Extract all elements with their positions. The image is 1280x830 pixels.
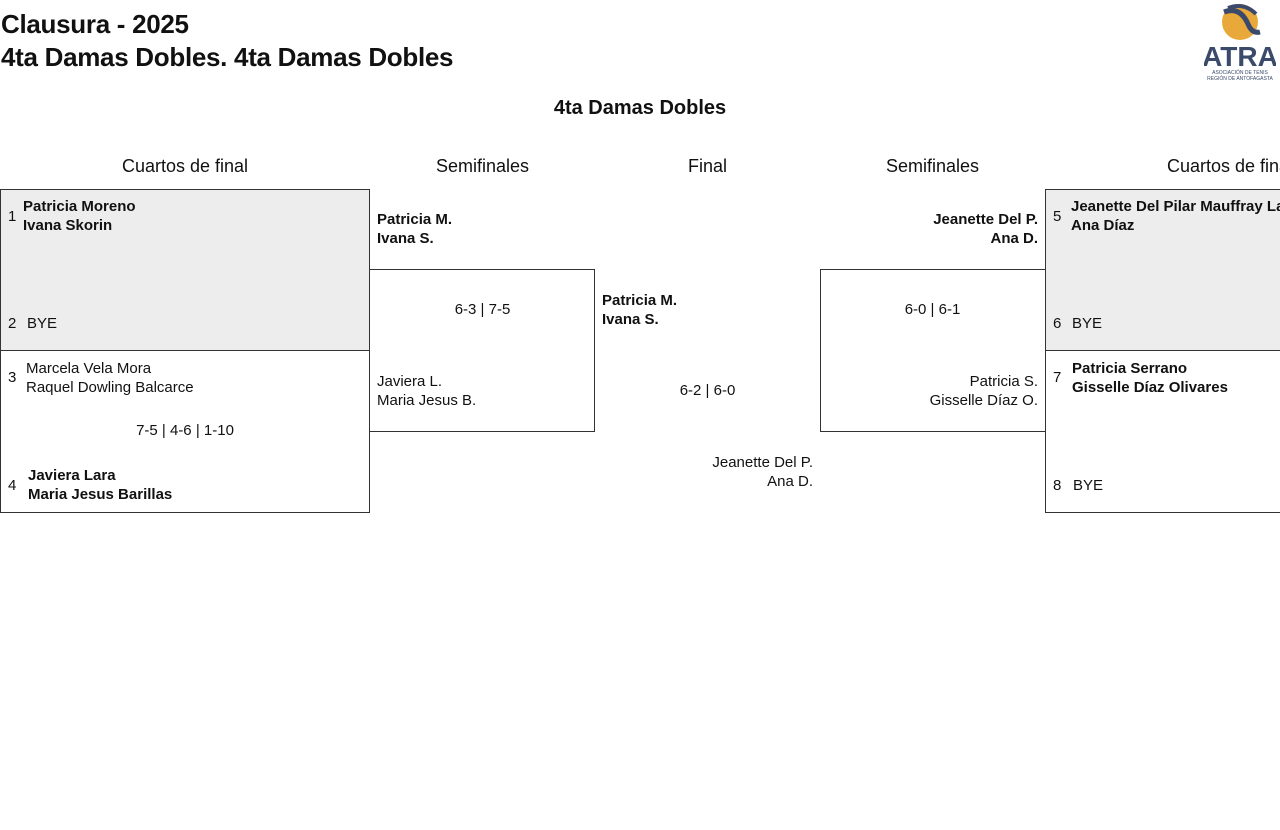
- player-name: Raquel Dowling Balcarce: [26, 379, 194, 396]
- round-title-left-qf: Cuartos de final: [121, 156, 249, 176]
- seed-number: 6: [1053, 315, 1062, 332]
- player-name: Maria Jesus Barillas: [28, 486, 173, 503]
- player-name: Jeanette Del Pilar Mauffray Laborde: [1071, 198, 1280, 215]
- seed-number: 8: [1053, 477, 1062, 494]
- player-name: Gisselle Díaz Olivares: [1072, 379, 1228, 396]
- page-title: Clausura - 2025: [1, 9, 189, 39]
- round-title-final: Final: [687, 156, 727, 176]
- player-name: Ana Díaz: [1071, 217, 1135, 234]
- player-name: Patricia Serrano: [1072, 360, 1188, 377]
- page-subtitle: 4ta Damas Dobles. 4ta Damas Dobles: [1, 42, 454, 72]
- player-name: Ivana S.: [602, 311, 659, 328]
- right-qf-match-2: [1045, 350, 1280, 513]
- player-name: Patricia Moreno: [23, 198, 136, 215]
- right-qf-column: 5 Jeanette Del Pilar Mauffray Laborde An…: [1045, 189, 1280, 519]
- bracket-title: 4ta Damas Dobles: [553, 97, 727, 119]
- bye-label: BYE: [27, 315, 58, 332]
- seed-number: 5: [1053, 208, 1062, 225]
- match-score: 6-2 | 6-0: [679, 382, 736, 399]
- seed-number: 4: [8, 477, 17, 494]
- player-name: Marcela Vela Mora: [26, 360, 152, 377]
- player-name: Patricia M.: [377, 211, 453, 228]
- round-title-left-sf: Semifinales: [435, 156, 530, 176]
- player-name: Patricia S.: [969, 373, 1038, 390]
- left-sf-connector: [369, 269, 595, 432]
- logo-wordmark: ATRA: [1204, 41, 1276, 72]
- bye-label: BYE: [1073, 477, 1104, 494]
- player-name: Jeanette Del P.: [712, 454, 813, 471]
- round-title-right-sf: Semifinales: [885, 156, 980, 176]
- logo-subtext-1: ASOCIACIÓN DE TENIS: [1212, 69, 1268, 76]
- round-title-right-qf: Cuartos de final: [1166, 156, 1280, 176]
- atra-logo: ATRA ASOCIACIÓN DE TENIS REGIÓN DE ANTOF…: [1202, 2, 1278, 82]
- player-name: Ivana S.: [377, 230, 434, 247]
- player-name: Javiera Lara: [28, 467, 116, 484]
- tennis-ball-logo-icon: ATRA ASOCIACIÓN DE TENIS REGIÓN DE ANTOF…: [1202, 4, 1278, 82]
- player-name: Javiera L.: [377, 373, 443, 390]
- logo-subtext-2: REGIÓN DE ANTOFAGASTA: [1207, 75, 1273, 82]
- seed-number: 1: [8, 208, 17, 225]
- match-score: 6-3 | 7-5: [454, 301, 511, 318]
- player-name: Ivana Skorin: [23, 217, 113, 234]
- player-name: Maria Jesus B.: [377, 392, 477, 409]
- player-name: Ana D.: [767, 473, 813, 490]
- seed-number: 2: [8, 315, 17, 332]
- seed-number: 3: [8, 369, 17, 386]
- player-name: Patricia M.: [602, 292, 678, 309]
- match-score: 6-0 | 6-1: [904, 301, 961, 318]
- player-name: Ana D.: [990, 230, 1038, 247]
- match-score: 7-5 | 4-6 | 1-10: [136, 422, 234, 439]
- bye-label: BYE: [1072, 315, 1103, 332]
- player-name: Gisselle Díaz O.: [929, 392, 1038, 409]
- player-name: Jeanette Del P.: [933, 211, 1038, 228]
- seed-number: 7: [1053, 369, 1062, 386]
